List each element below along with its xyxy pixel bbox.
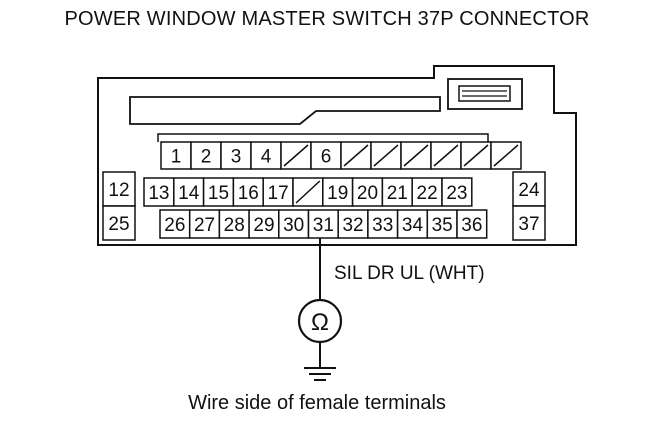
terminal-28: 28 (218, 209, 250, 239)
terminal-20: 20 (351, 177, 384, 207)
diagram-caption: Wire side of female terminals (188, 392, 446, 414)
terminal-27: 27 (188, 209, 221, 239)
housing-step (157, 133, 489, 142)
terminal-19: 19 (322, 177, 354, 207)
terminal-36: 36 (456, 209, 488, 239)
terminal-label: 13 (148, 183, 169, 204)
terminal-label: 27 (194, 215, 215, 236)
terminal-35: 35 (426, 209, 458, 239)
ohmmeter-icon: Ω (297, 298, 343, 344)
terminal-label: 28 (224, 215, 245, 236)
terminal-34: 34 (396, 209, 429, 239)
terminal-label: 35 (432, 215, 453, 236)
terminal-33: 33 (367, 209, 399, 239)
terminal-label: 3 (231, 147, 242, 168)
terminal-label: 20 (357, 183, 378, 204)
terminal-unused (400, 141, 432, 170)
terminal-label: 12 (108, 180, 129, 201)
terminal-1: 1 (160, 141, 192, 170)
housing-top-recess (129, 96, 441, 125)
terminal-label: 24 (518, 180, 540, 201)
terminal-label: 36 (461, 215, 482, 236)
terminal-16: 16 (232, 177, 264, 207)
lock-tab-icon (447, 78, 523, 110)
terminal-13: 13 (143, 177, 175, 207)
terminal-4: 4 (250, 141, 282, 170)
terminal-unused (280, 141, 312, 170)
terminal-label: 30 (283, 215, 304, 236)
ground-icon (304, 367, 336, 381)
terminal-unused (490, 141, 522, 170)
terminal-label: 19 (327, 183, 348, 204)
terminal-24: 24 (512, 171, 546, 207)
terminal-label: 21 (387, 183, 408, 204)
terminal-30: 30 (278, 209, 310, 239)
terminal-6: 6 (310, 141, 342, 170)
terminal-22: 22 (411, 177, 443, 207)
terminal-label: 34 (402, 215, 424, 236)
diagram-title: POWER WINDOW MASTER SWITCH 37P CONNECTOR (64, 8, 590, 30)
terminal-29: 29 (248, 209, 280, 239)
terminal-label: 25 (108, 214, 129, 235)
terminal-32: 32 (337, 209, 369, 239)
terminal-label: 29 (253, 215, 274, 236)
terminal-label: 2 (201, 147, 212, 168)
terminal-26: 26 (159, 209, 191, 239)
terminal-21: 21 (381, 177, 413, 207)
terminal-label: 16 (238, 183, 259, 204)
terminal-label: 15 (208, 183, 229, 204)
terminal-14: 14 (173, 177, 205, 207)
terminal-15: 15 (202, 177, 235, 207)
terminal-unused (292, 177, 324, 207)
terminal-label: 17 (268, 183, 289, 204)
terminal-label: 37 (518, 214, 539, 235)
terminal-unused (340, 141, 372, 170)
terminal-unused (370, 141, 402, 170)
terminal-label: 23 (446, 183, 467, 204)
terminal-12: 12 (102, 171, 136, 207)
terminal-label: 33 (372, 215, 393, 236)
wire-label: SIL DR UL (WHT) (334, 263, 485, 284)
terminal-label: 1 (171, 147, 182, 168)
terminal-25: 25 (102, 205, 136, 241)
terminal-37: 37 (512, 205, 546, 241)
terminal-23: 23 (441, 177, 473, 207)
ohm-symbol: Ω (311, 309, 329, 336)
terminal-label: 26 (164, 215, 185, 236)
terminal-label: 22 (417, 183, 438, 204)
terminal-unused (430, 141, 462, 170)
terminal-unused (460, 141, 492, 170)
terminal-label: 31 (313, 215, 334, 236)
terminal-label: 32 (342, 215, 363, 236)
terminal-17: 17 (262, 177, 294, 207)
terminal-2: 2 (190, 141, 222, 170)
connector-housing (97, 65, 577, 246)
terminal-31: 31 (307, 209, 339, 239)
terminal-label: 6 (321, 147, 332, 168)
terminal-3: 3 (220, 141, 252, 170)
terminal-label: 14 (178, 183, 200, 204)
terminal-label: 4 (261, 147, 272, 168)
